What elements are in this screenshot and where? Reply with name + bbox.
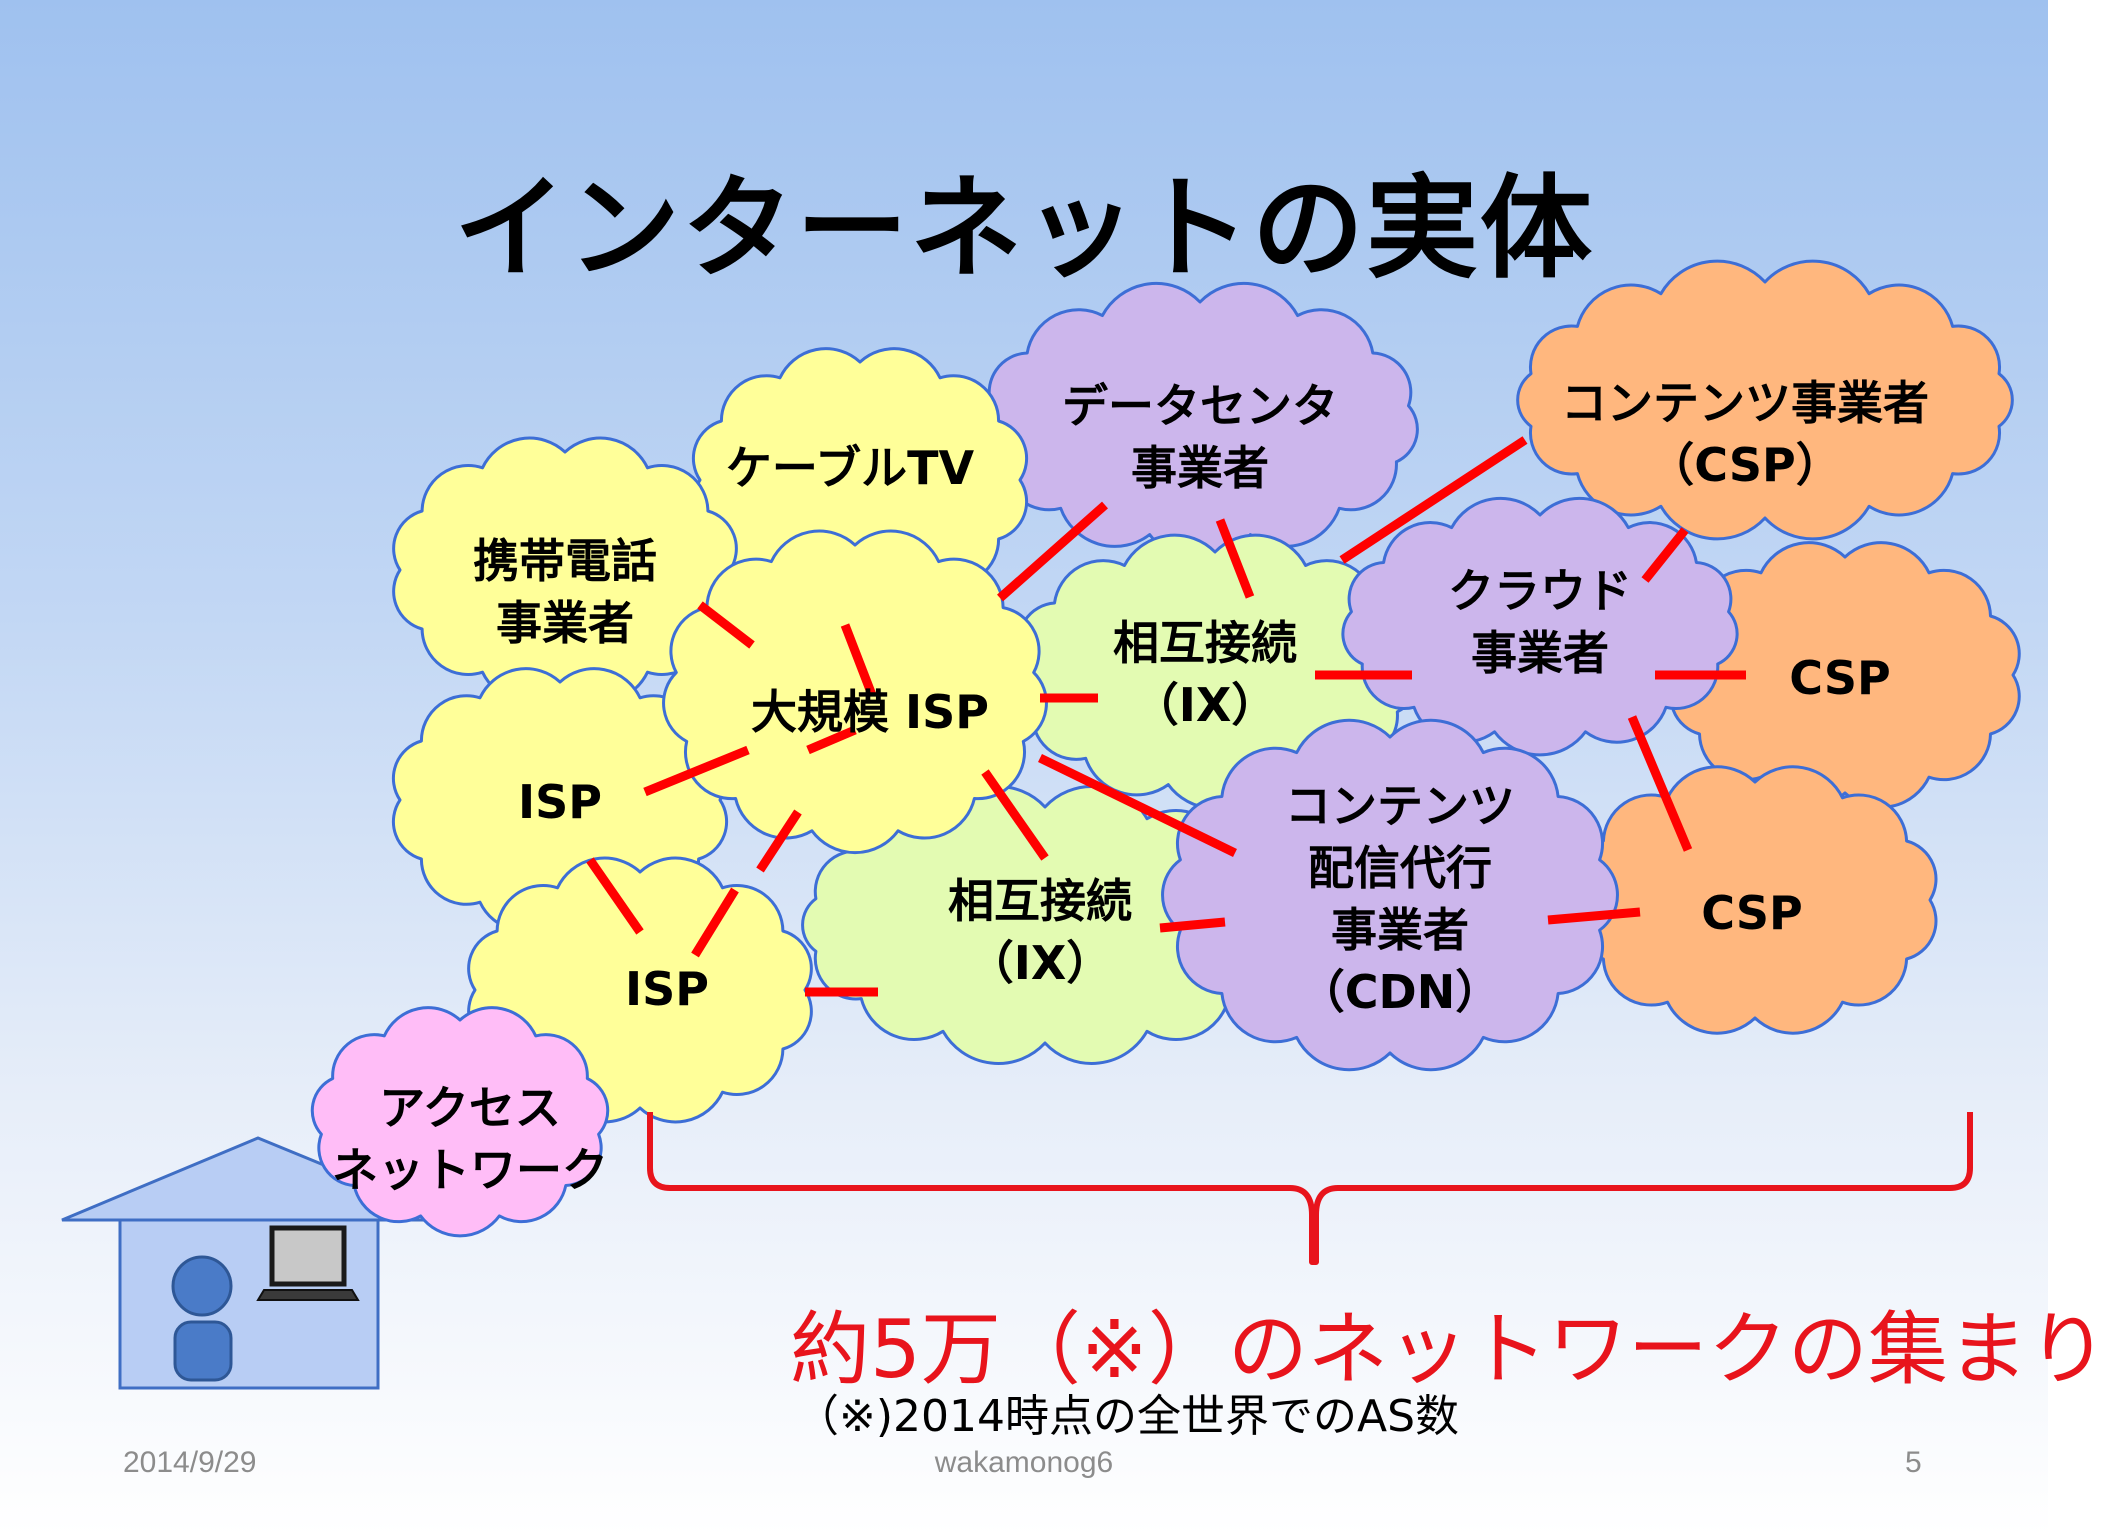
link-line: [806, 725, 857, 755]
label-csp-bottom: CSP: [1701, 886, 1803, 940]
label-cable-tv: ケーブルTV: [725, 441, 975, 495]
label-large-isp: 大規模 ISP: [751, 685, 989, 739]
link-line: [1547, 907, 1641, 925]
link-line: [586, 857, 644, 935]
label-data-center: データセンタ事業者: [1062, 379, 1338, 495]
footer-page-number: 5: [1905, 1446, 1922, 1479]
label-ix-bottom: 相互接続（IX）: [948, 874, 1132, 990]
link-line: [981, 769, 1049, 861]
label-ix-top: 相互接続（IX）: [1113, 616, 1297, 732]
link-line: [1627, 715, 1693, 852]
footer-author: wakamonog6: [934, 1446, 1114, 1479]
red-brace: [647, 1112, 1973, 1265]
laptop-screen: [269, 1225, 347, 1287]
label-isp-bottom: ISP: [625, 962, 709, 1016]
label-csp-right: CSP: [1789, 651, 1891, 705]
footer-date: 2014/9/29: [123, 1446, 257, 1479]
link-line: [697, 601, 755, 649]
caption-footnote: （※)2014時点の全世界でのAS数: [795, 1391, 1460, 1442]
caption-network-count: 約5万（※）のネットワークの集まり: [790, 1303, 2108, 1396]
slide-title: インターネットの実体: [454, 164, 1594, 294]
cloud-cloud-provider: [1341, 496, 1739, 757]
laptop-base: [256, 1289, 360, 1301]
link-line: [1215, 518, 1255, 599]
label-mobile-carrier: 携帯電話事業者: [473, 534, 657, 650]
link-line: [643, 745, 750, 797]
link-line: [840, 623, 877, 697]
link-line: [1641, 527, 1689, 583]
link-line: [1339, 436, 1528, 564]
cloud-content-provider: [1516, 259, 2014, 541]
link-line: [691, 887, 739, 958]
network-diagram: [61, 259, 2021, 1390]
label-cloud-provider: クラウド事業者: [1448, 564, 1632, 680]
person-head: [171, 1255, 233, 1317]
person-body: [173, 1320, 233, 1382]
link-line: [756, 809, 802, 873]
label-cdn: コンテンツ配信代行事業者（CDN）: [1285, 779, 1515, 1019]
label-access-network: アクセスネットワーク: [332, 1081, 608, 1197]
cloud-access-network: [310, 1006, 610, 1238]
label-isp-left: ISP: [518, 775, 602, 829]
label-content-provider: コンテンツ事業者（CSP）: [1561, 376, 1929, 492]
link-line: [1159, 917, 1226, 933]
link-line: [1038, 753, 1237, 858]
link-line: [997, 501, 1108, 602]
cloud-cdn: [1161, 718, 1619, 1072]
